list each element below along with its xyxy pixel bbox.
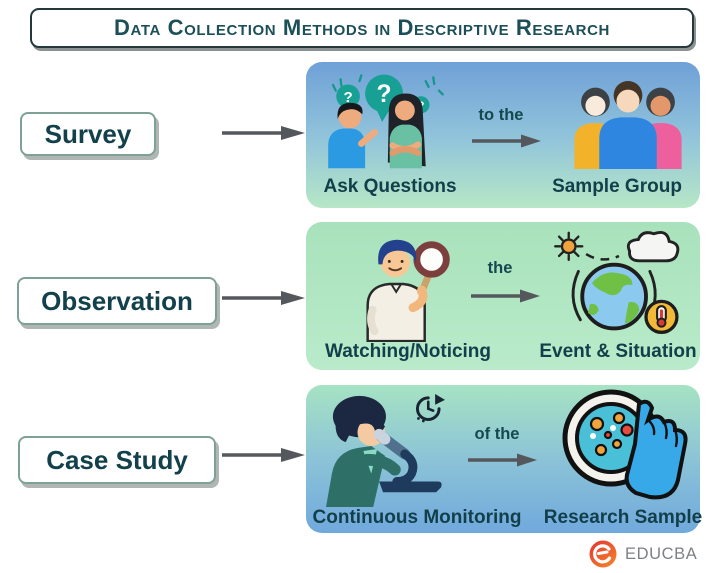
method-label-survey-text: Survey (44, 118, 132, 149)
connector-text: the (487, 259, 513, 277)
arrow-right-icon (472, 134, 541, 148)
target-caption: Event & Situation (539, 341, 697, 362)
brand-name: EDUCBA (625, 544, 698, 563)
petri-dish-hand-icon (562, 389, 688, 500)
brand-footer: EDUCBA (588, 539, 697, 569)
people-group-icon (574, 80, 682, 170)
method-label-observation-text: Observation (41, 285, 193, 316)
method-label-observation: Observation (17, 277, 217, 325)
arrow-right-icon (222, 291, 305, 305)
arrow-right-icon (222, 126, 305, 140)
connector-text: of the (474, 425, 520, 443)
microscope-person-icon (326, 393, 445, 507)
case-study-panel: Continuous Monitoring of the Research Sa… (306, 385, 703, 533)
earth-weather-icon (554, 230, 680, 334)
observation-panel: Watching/Noticing the Event & Situation (306, 222, 700, 370)
question-mark-glyph: ? (377, 81, 392, 108)
method-label-case-study: Case Study (18, 436, 216, 484)
source-caption: Continuous Monitoring (312, 507, 522, 528)
title-banner: Data Collection Methods in Descriptive R… (30, 8, 694, 48)
target-caption: Sample Group (552, 176, 682, 197)
arrow-right-icon (222, 448, 305, 462)
target-caption: Research Sample (543, 507, 703, 528)
page-title: Data Collection Methods in Descriptive R… (114, 15, 610, 40)
source-caption: Watching/Noticing (324, 341, 492, 362)
connector-text: to the (478, 106, 524, 124)
survey-panel: ? ? ? Ask Questions (306, 62, 700, 208)
question-mark-glyph: ? (343, 89, 352, 106)
man-magnifier-icon (366, 239, 450, 342)
method-label-case-study-text: Case Study (46, 444, 188, 475)
arrow-right-icon (468, 453, 537, 467)
educba-logo-icon (589, 540, 617, 568)
source-caption: Ask Questions (323, 176, 457, 197)
method-label-survey: Survey (20, 112, 156, 156)
arrow-right-icon (471, 289, 540, 303)
conversation-question-icon: ? ? ? (328, 74, 444, 169)
